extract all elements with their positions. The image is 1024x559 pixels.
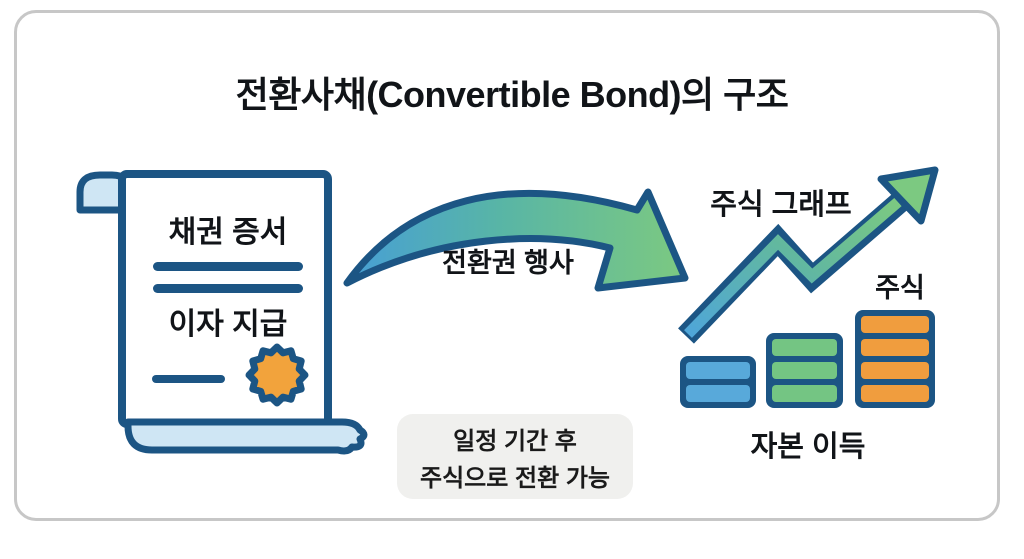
conversion-right-label: 전환권 행사 [442, 248, 574, 278]
page-title: 전환사채(Convertible Bond)의 구조 [235, 74, 789, 115]
bond-certificate-label: 채권 증서 [168, 216, 288, 249]
bar-column-medium [766, 333, 843, 408]
bar-segment [772, 385, 837, 402]
seal-icon [245, 343, 309, 407]
bond-certificate-scroll-icon [76, 170, 368, 455]
stock-graph-label: 주식 그래프 [710, 189, 852, 221]
stock-label: 주식 [875, 273, 925, 303]
bar-segment [772, 362, 837, 379]
bar-segment [861, 385, 929, 402]
bar-column-short [680, 356, 756, 408]
note-line-2: 주식으로 전환 가능 [420, 464, 610, 492]
conversion-swoosh-arrow-icon [343, 188, 689, 292]
bar-segment [686, 385, 750, 402]
bar-segment [686, 362, 750, 379]
stock-graph-arrow-icon [678, 166, 939, 344]
bar-segment [861, 362, 929, 379]
capital-gain-label: 자본 이득 [750, 431, 866, 463]
bar-segment [772, 339, 837, 356]
bar-segment [861, 339, 929, 356]
bar-segment [861, 316, 929, 333]
interest-payment-label: 이자 지급 [168, 308, 288, 341]
bar-column-tall [855, 310, 935, 408]
note-line-1: 일정 기간 후 [453, 427, 577, 455]
conversion-note-box: 일정 기간 후 주식으로 전환 가능 [397, 414, 633, 499]
